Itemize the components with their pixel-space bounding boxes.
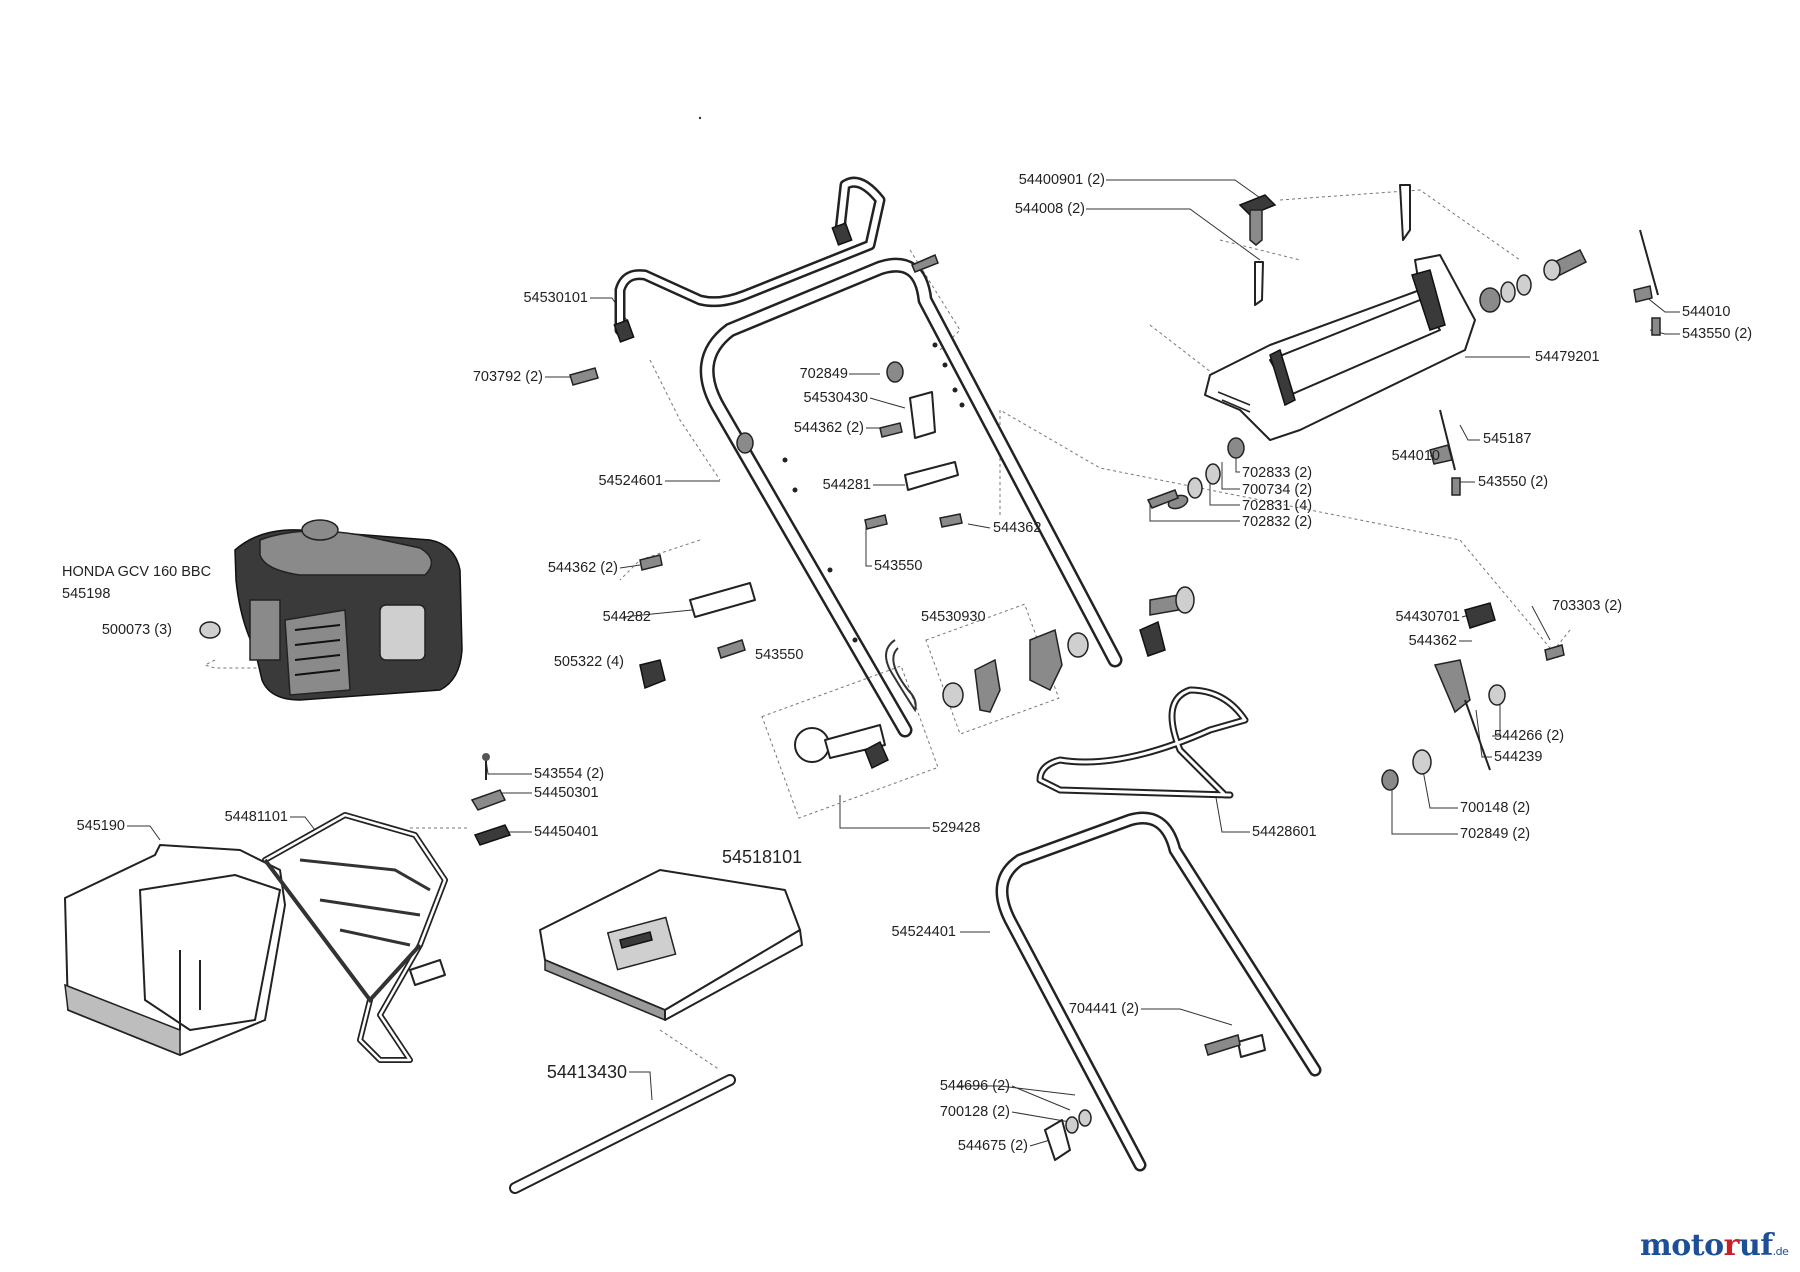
part-label-545187: 545187 bbox=[1483, 431, 1532, 447]
bag-clips bbox=[470, 753, 512, 846]
part-label-544010b: 544010 bbox=[1391, 448, 1440, 464]
part-label-702831: 702831 (4) bbox=[1242, 498, 1313, 514]
upper-handle bbox=[699, 257, 1123, 738]
part-label-54430701: 54430701 bbox=[1395, 609, 1460, 625]
rear-flap bbox=[539, 869, 803, 1022]
control-bar bbox=[613, 176, 886, 343]
part-label-544362a: 544362 (2) bbox=[793, 420, 864, 436]
brand-part-1: moto bbox=[1640, 1228, 1724, 1263]
handle-small-parts bbox=[569, 253, 1195, 690]
part-label-54400901: 54400901 (2) bbox=[1018, 172, 1105, 188]
part-label-544008: 544008 (2) bbox=[1014, 201, 1085, 217]
part-label-702833: 702833 (2) bbox=[1242, 465, 1313, 481]
part-label-529428: 529428 bbox=[932, 820, 981, 836]
part-label-505322: 505322 (4) bbox=[553, 654, 624, 670]
part-label-543550c: 543550 bbox=[874, 558, 923, 574]
part-label-54530101: 54530101 bbox=[523, 290, 588, 306]
part-label-544675: 544675 (2) bbox=[957, 1138, 1028, 1154]
part-label-54450301: 54450301 bbox=[534, 785, 599, 801]
part-label-545190: 545190 bbox=[76, 818, 125, 834]
part-label-700734: 700734 (2) bbox=[1242, 482, 1313, 498]
knob-group bbox=[761, 603, 1089, 819]
nut-500073 bbox=[199, 621, 221, 639]
part-label-544282: 544282 bbox=[602, 609, 651, 625]
part-label-703303: 703303 (2) bbox=[1552, 598, 1623, 614]
brand-part-4: .de bbox=[1772, 1245, 1789, 1258]
part-label-703792: 703792 (2) bbox=[472, 369, 543, 385]
part-label-54530430: 54530430 bbox=[803, 390, 868, 406]
part-label-544362c: 544362 (2) bbox=[547, 560, 618, 576]
part-label-54518101: 54518101 bbox=[722, 847, 803, 867]
lower-handle bbox=[995, 811, 1322, 1172]
part-label-704441: 704441 (2) bbox=[1068, 1001, 1139, 1017]
part-label-543550a: 543550 (2) bbox=[1682, 326, 1753, 342]
part-label-700128: 700128 (2) bbox=[939, 1104, 1010, 1120]
part-label-54524401: 54524401 bbox=[891, 924, 956, 940]
grass-bag bbox=[64, 844, 286, 1057]
part-label-700148: 700148 (2) bbox=[1460, 800, 1531, 816]
lever-54400901 bbox=[1238, 184, 1411, 306]
part-label-500073: 500073 (3) bbox=[101, 622, 172, 638]
part-label-544696: 544696 (2) bbox=[939, 1078, 1010, 1094]
engine-drawing bbox=[234, 519, 463, 701]
brand-logo: motoruf.de bbox=[1640, 1228, 1789, 1263]
part-label-54428601: 54428601 bbox=[1252, 824, 1317, 840]
part-label-544362d: 544362 bbox=[1408, 633, 1457, 649]
part-label-544266: 544266 (2) bbox=[1494, 728, 1565, 744]
part-label-54450401: 54450401 bbox=[534, 824, 599, 840]
part-label-702832: 702832 (2) bbox=[1242, 514, 1313, 530]
part-label-544239: 544239 bbox=[1494, 749, 1543, 765]
cover-fasteners bbox=[1146, 229, 1661, 510]
leader-lines bbox=[127, 179, 1680, 1147]
part-label-544010a: 544010 bbox=[1682, 304, 1731, 320]
part-label-545198: 545198 bbox=[62, 586, 111, 602]
part-label-543554: 543554 (2) bbox=[534, 766, 605, 782]
part-label-544362b: 544362 bbox=[993, 520, 1042, 536]
part-label-544281: 544281 bbox=[822, 477, 871, 493]
bag-frame bbox=[262, 812, 448, 1063]
speck bbox=[698, 116, 702, 120]
part-label-54524601: 54524601 bbox=[598, 473, 663, 489]
part-label-702849a: 702849 bbox=[799, 366, 848, 382]
part-label-702849b: 702849 (2) bbox=[1460, 826, 1531, 842]
handle-cover bbox=[1204, 254, 1476, 441]
part-label-54481101: 54481101 bbox=[224, 809, 288, 825]
cable bbox=[1036, 602, 1565, 799]
brand-part-3: uf bbox=[1738, 1228, 1773, 1263]
part-label-54413430: 54413430 bbox=[546, 1062, 627, 1082]
part-label-543550b: 543550 (2) bbox=[1478, 474, 1549, 490]
part-label-54479201: 54479201 bbox=[1535, 349, 1600, 365]
rod bbox=[509, 1074, 736, 1194]
part-label-engine: HONDA GCV 160 BBC bbox=[62, 564, 212, 580]
part-label-54530930: 54530930 bbox=[921, 609, 986, 625]
part-label-543550d: 543550 bbox=[755, 647, 804, 663]
brand-part-2: r bbox=[1723, 1228, 1740, 1263]
